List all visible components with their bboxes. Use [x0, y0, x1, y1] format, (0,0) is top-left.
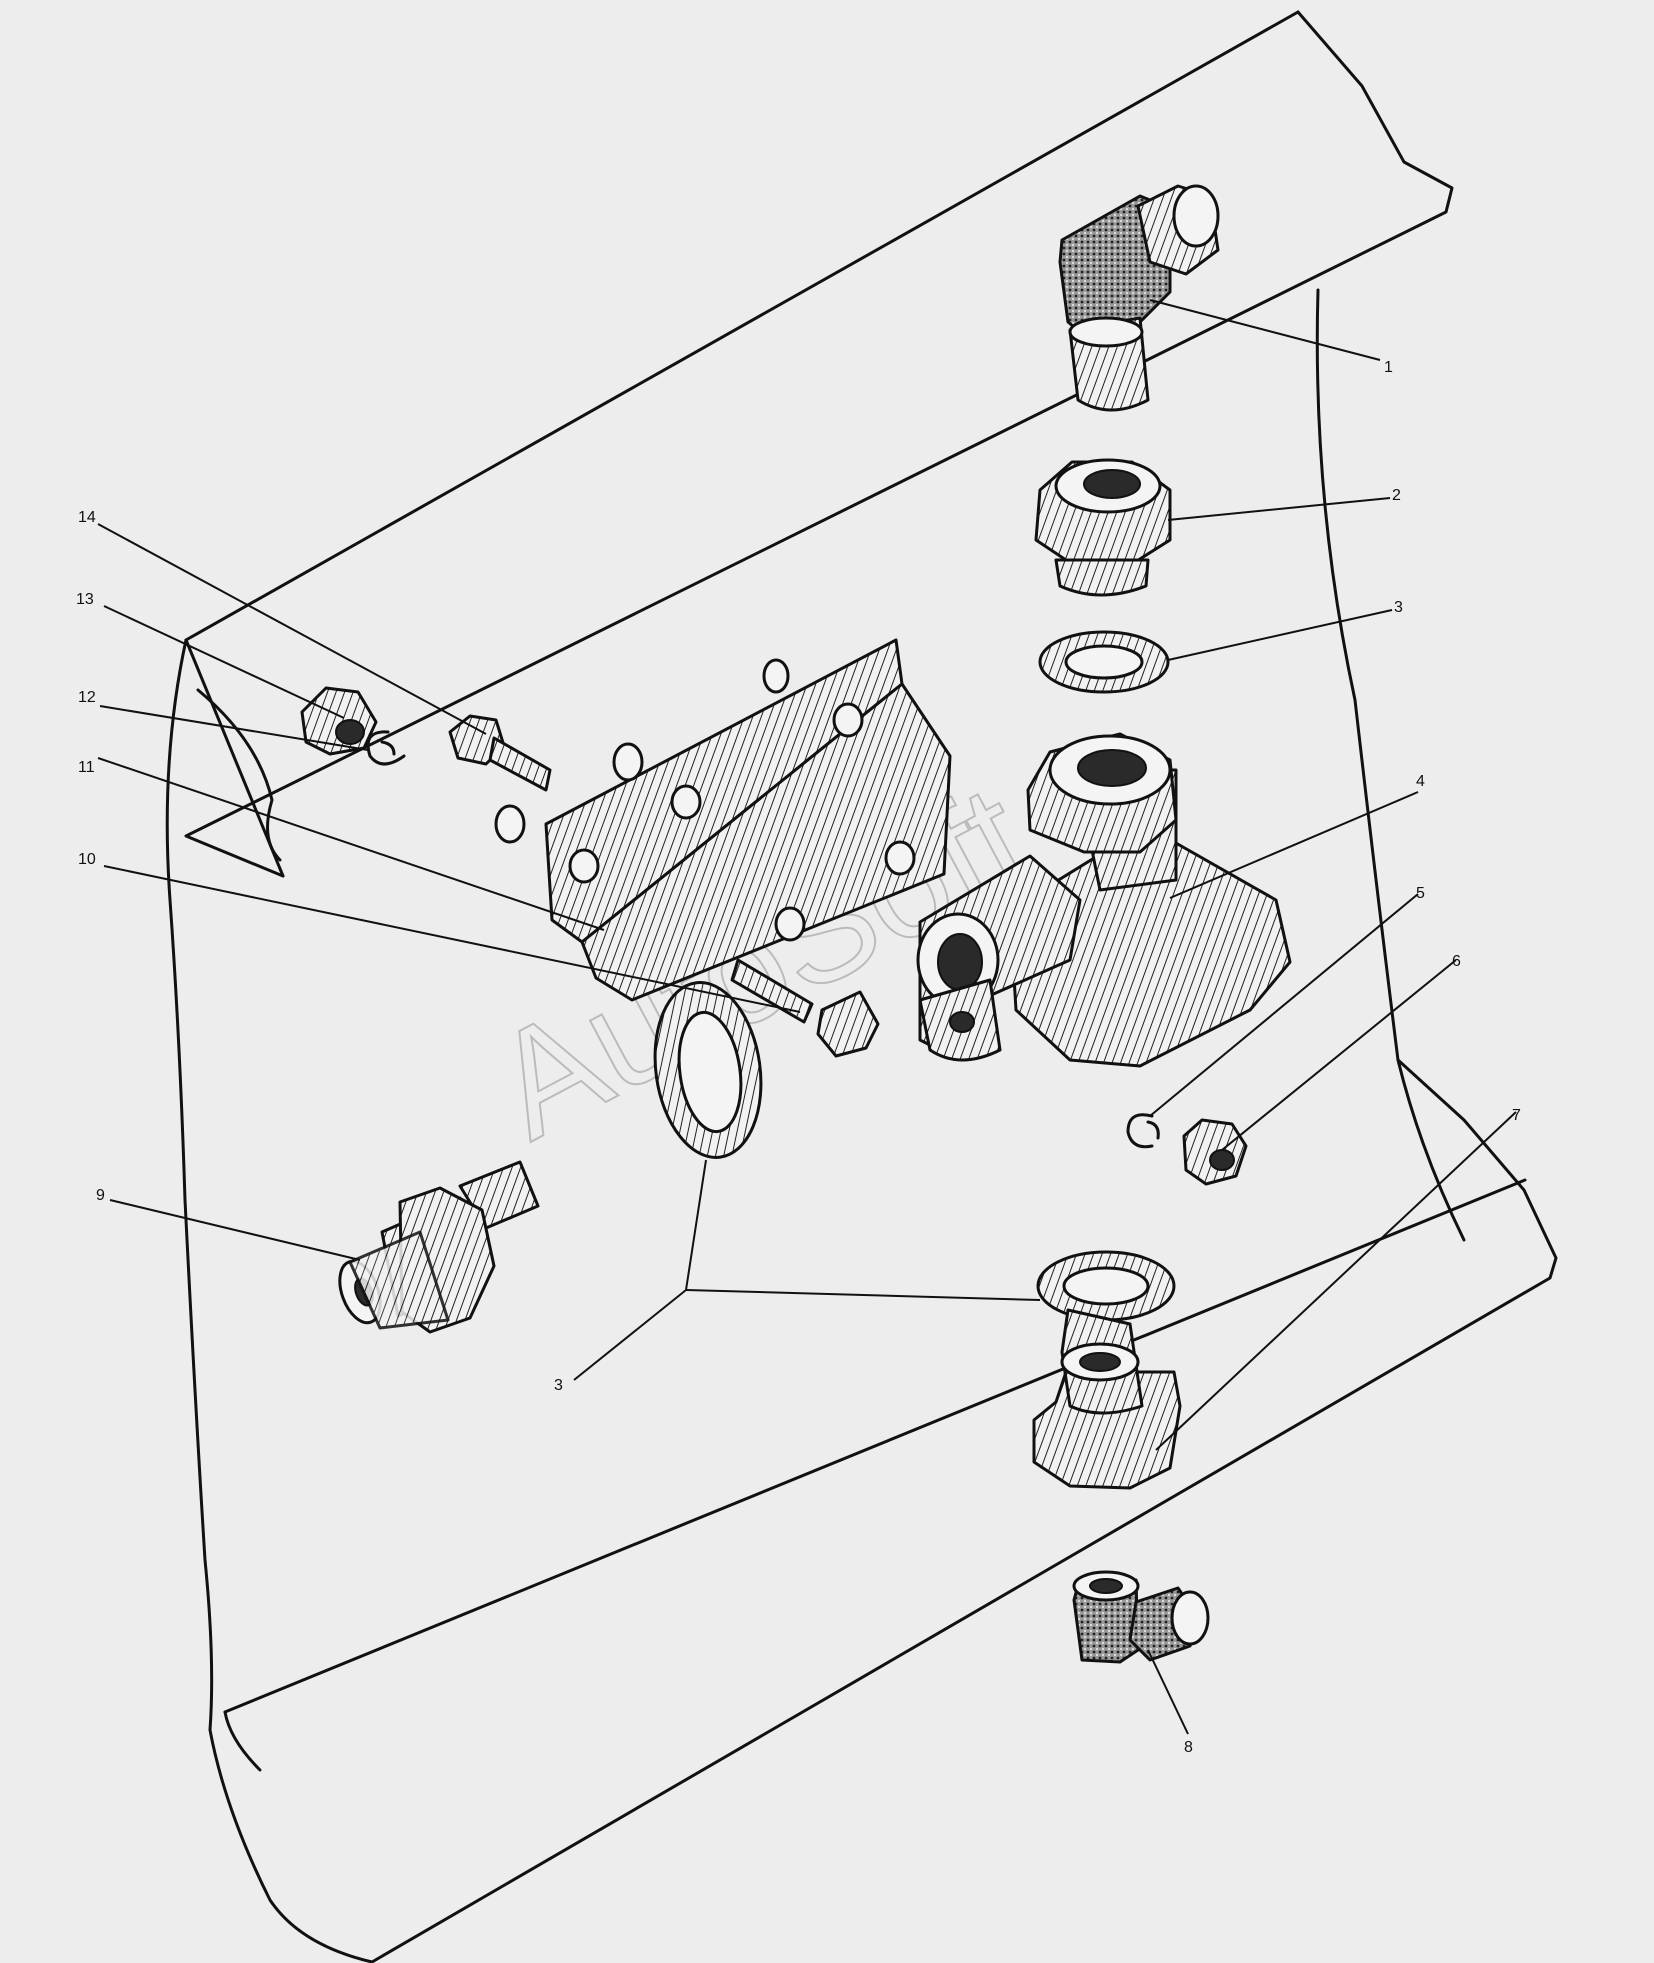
- leader-13: [103, 605, 345, 719]
- leader-9: [109, 1199, 361, 1261]
- callout-10: 10: [78, 851, 96, 868]
- part-8-small-elbow: [1072, 1570, 1210, 1664]
- part-14-stud-bolt: [448, 714, 552, 792]
- leader-10: [103, 865, 801, 1013]
- leader-3-bottom-up: [685, 1159, 707, 1291]
- leader-11: [97, 757, 605, 931]
- leader-12: [99, 705, 369, 751]
- callout-9: 9: [96, 1187, 105, 1204]
- callout-5: 5: [1416, 885, 1425, 902]
- leader-3-bottom-right: [685, 1289, 1041, 1301]
- leader-6: [1221, 959, 1457, 1151]
- leader-1: [1149, 299, 1381, 361]
- callout-11: 11: [78, 759, 95, 776]
- callout-3-bottom: 3: [554, 1377, 563, 1394]
- callout-14: 14: [78, 509, 96, 526]
- callout-6: 6: [1452, 953, 1461, 970]
- callout-13: 13: [76, 591, 94, 608]
- part-6-nut: [1182, 1118, 1248, 1186]
- callout-12: 12: [78, 689, 96, 706]
- part-10-bolt: [730, 958, 880, 1058]
- leader-5: [1149, 893, 1419, 1117]
- callout-7: 7: [1512, 1107, 1521, 1124]
- frame-member: [165, 10, 1558, 1963]
- leader-8: [1147, 1649, 1189, 1735]
- callout-1: 1: [1384, 359, 1393, 376]
- leader-3-top: [1167, 609, 1393, 661]
- part-5-spring-washer: [1126, 1113, 1160, 1149]
- part-3-washer-middle: [653, 981, 763, 1159]
- leader-2: [1167, 497, 1391, 521]
- callout-3-top: 3: [1394, 599, 1403, 616]
- callout-labels: 1 2 3 4 5 6 7 8 9 10 11 12 13 14 3: [76, 359, 1521, 1756]
- leader-lines: [97, 299, 1517, 1735]
- callout-8: 8: [1184, 1739, 1193, 1756]
- callout-4: 4: [1416, 773, 1425, 790]
- part-3-washer-top: [1038, 630, 1170, 694]
- part-2-hex-nut: [1034, 458, 1172, 597]
- leader-3-bottom-left: [573, 1289, 687, 1381]
- leader-14: [97, 523, 487, 735]
- leader-4: [1169, 791, 1419, 899]
- part-9-connector: [338, 1160, 540, 1334]
- part-12-lock-washer: [366, 730, 406, 766]
- part-11-bracket: [494, 638, 952, 1002]
- part-1-elbow-fitting: [1058, 184, 1220, 412]
- part-4-valve-body: [916, 732, 1292, 1068]
- part-13-nut: [300, 686, 378, 756]
- leader-7: [1155, 1111, 1517, 1451]
- part-7-fitting: [1032, 1308, 1182, 1490]
- part-3-washer-bottom: [1036, 1250, 1176, 1322]
- callout-2: 2: [1392, 487, 1401, 504]
